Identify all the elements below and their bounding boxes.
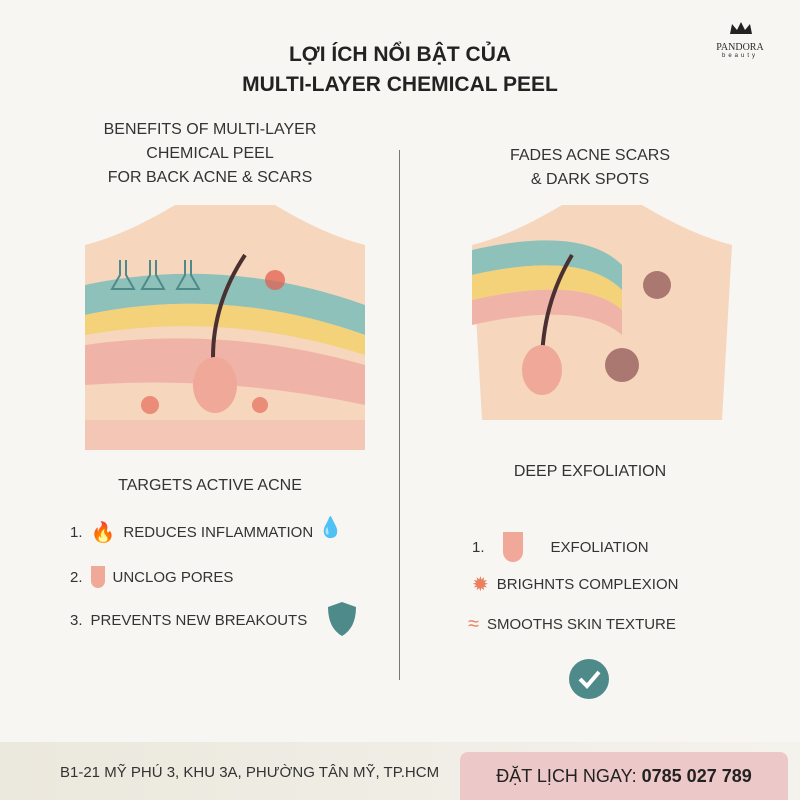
checkmark-icon [569,659,609,699]
left-heading: BENEFITS OF MULTI-LAYER CHEMICAL PEEL FO… [60,118,360,190]
left-heading-line: FOR BACK ACNE & SCARS [107,169,313,186]
item-number: 2. [70,568,83,586]
item-number: 3. [70,612,83,629]
title-line-2: MULTI-LAYER CHEMICAL PEEL [242,73,558,96]
item-label: BRIGHNTS COMPLEXION [496,576,679,593]
droplets-icon: 💧 [318,517,343,539]
scar-illustration [472,205,732,420]
logo-sub: beauty [721,53,758,59]
list-item: 1. EXFOLIATION [472,532,649,562]
booking-cta[interactable]: ĐẶT LỊCH NGAY: 0785 027 789 [460,752,788,800]
right-subheading: DEEP EXFOLIATION [513,463,667,480]
back-acne-illustration [85,205,365,450]
list-item: 3. PREVENTS NEW BREAKOUTS [70,612,307,629]
cta-label: ĐẶT LỊCH NGAY: [496,766,637,786]
logo: PANDORA beauty [700,20,780,80]
item-label: SMOOTHS SKIN TEXTURE [486,616,676,633]
right-heading-line: & DARK SPOTS [530,171,650,188]
crown-icon [730,22,752,34]
divider [399,150,400,680]
left-subheading: TARGETS ACTIVE ACNE [118,477,302,494]
shield-icon [328,602,356,636]
flame-icon: 🔥 [90,522,116,544]
list-item: 1. 🔥 REDUCES INFLAMMATION [70,520,313,545]
item-label: PREVENTS NEW BREAKOUTS [90,612,308,629]
left-heading-line: BENEFITS OF MULTI-LAYER [103,121,317,138]
pore-icon [502,532,523,562]
sun-icon: ✹ [472,574,489,596]
title-line-1: LỢI ÍCH NỔI BẬT CỦA [288,43,512,66]
list-item: ✹ BRIGHNTS COMPLEXION [472,572,678,597]
item-label: EXFOLIATION [550,538,649,556]
left-heading-line: CHEMICAL PEEL [146,145,274,162]
list-item: ≈ SMOOTHS SKIN TEXTURE [468,613,676,636]
item-label: UNCLOG PORES [112,568,234,586]
pore-icon [90,566,105,588]
item-number: 1. [472,538,485,556]
address: B1-21 MỸ PHÚ 3, KHU 3A, PHƯỜNG TÂN MỸ, T… [60,764,440,781]
phone-number[interactable]: 0785 027 789 [641,766,752,786]
right-heading-line: FADES ACNE SCARS [509,147,671,164]
right-heading: FADES ACNE SCARS & DARK SPOTS [440,144,740,192]
list-item: 2. UNCLOG PORES [70,566,233,588]
item-label: REDUCES INFLAMMATION [123,524,314,541]
item-number: 1. [70,524,83,541]
logo-name: PANDORA [716,42,764,53]
waves-icon: ≈ [468,613,479,635]
